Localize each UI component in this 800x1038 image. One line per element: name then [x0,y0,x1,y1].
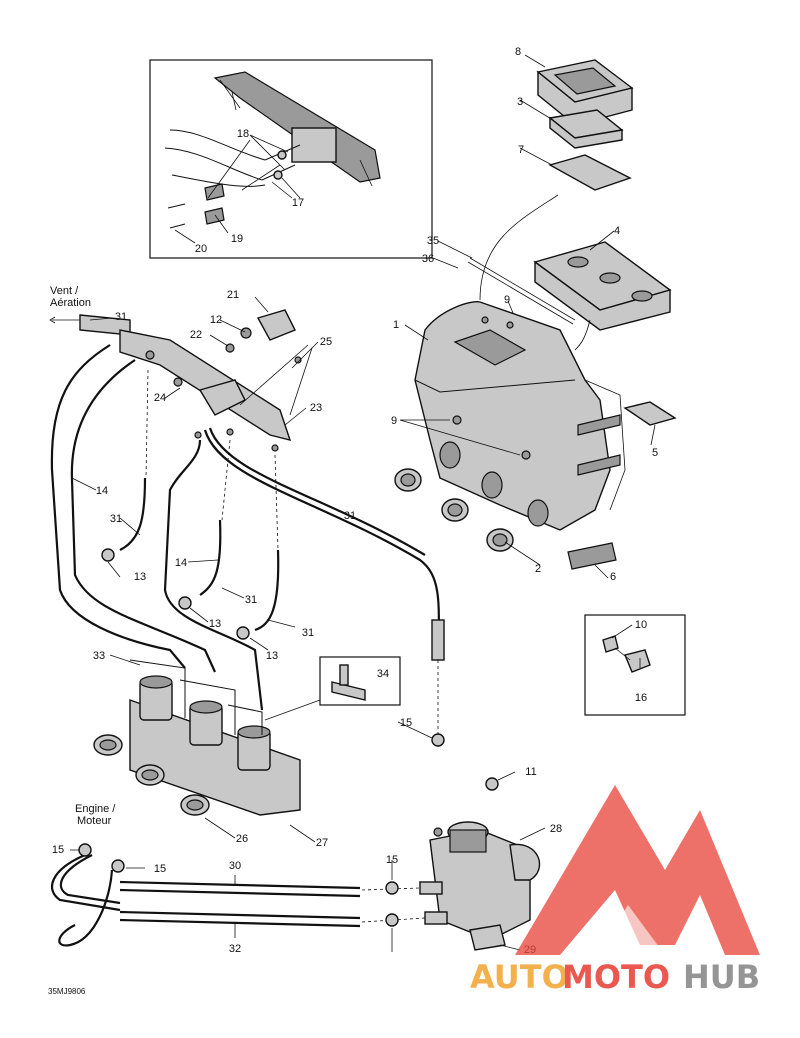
callout-10: 10 [635,619,647,631]
direction-notes: Vent / Aération Engine / Moteur 35MJ9806 [48,285,116,996]
callout-5: 5 [652,447,658,459]
callout-labels: 1 2 3 4 5 6 7 8 9 9 10 11 12 13 13 13 13… [52,46,658,956]
callout-15c: 15 [154,863,166,875]
clamps [101,548,499,791]
vent-manifold [49,309,313,452]
callout-3: 3 [517,96,523,108]
callout-23: 23 [310,402,322,414]
callout-4: 4 [614,225,620,237]
inset-wiring-detail [149,59,433,259]
callout-25: 25 [320,336,332,348]
callout-31b: 31 [110,513,122,525]
callout-1: 1 [393,319,399,331]
callout-31d: 31 [245,594,257,606]
callout-24: 24 [154,392,166,404]
vent-note-line1: Vent / [50,285,79,297]
callout-6: 6 [610,571,616,583]
callout-26: 26 [236,833,248,845]
callout-16: 16 [635,692,647,704]
callout-21: 21 [227,289,239,301]
fuel-pump [419,821,541,951]
automotohub-watermark: AUTO MOTO HUB [470,785,760,996]
callout-15a: 15 [400,717,412,729]
callout-15b: 15 [52,844,64,856]
callout-31a: 31 [115,311,127,323]
callout-30: 30 [229,860,241,872]
air-intake-silencer [394,59,677,570]
watermark-auto: AUTO [470,958,569,996]
callout-14a: 14 [96,485,108,497]
watermark-logo-icon [515,785,760,955]
callout-33: 33 [93,650,105,662]
inset-sensor-detail [584,614,686,716]
callout-17: 17 [292,197,304,209]
leader-lines [70,54,656,952]
engine-note-line1: Engine / [75,803,116,815]
hoses [50,344,445,735]
vent-note-line2: Aération [50,297,91,309]
callout-22: 22 [190,329,202,341]
callout-32: 32 [229,943,241,955]
callout-11: 11 [525,766,536,778]
callout-31e: 31 [302,627,314,639]
callout-9a: 9 [504,294,510,306]
callout-31c: 31 [344,510,356,522]
figure-code: 35MJ9806 [48,987,86,996]
callout-9b: 9 [391,415,397,427]
callout-13c: 13 [266,650,278,662]
callout-8: 8 [515,46,521,58]
callout-15d: 15 [386,854,398,866]
callout-35: 35 [427,235,439,247]
callout-28: 28 [550,823,562,835]
watermark-hub: HUB [683,958,760,996]
callout-2: 2 [535,563,541,575]
carburetor-assembly [93,656,401,816]
callout-18: 18 [237,128,249,140]
callout-27: 27 [316,837,328,849]
callout-14b: 14 [175,557,187,569]
callout-34: 34 [377,668,389,680]
callout-7: 7 [518,144,524,156]
callout-12: 12 [210,314,222,326]
callout-13b: 13 [209,618,221,630]
watermark-moto: MOTO [562,958,670,996]
callout-13a: 13 [134,571,146,583]
callout-19: 19 [231,233,243,245]
callout-36: 36 [422,253,434,265]
callout-20: 20 [195,243,207,255]
engine-note-line2: Moteur [77,815,112,827]
